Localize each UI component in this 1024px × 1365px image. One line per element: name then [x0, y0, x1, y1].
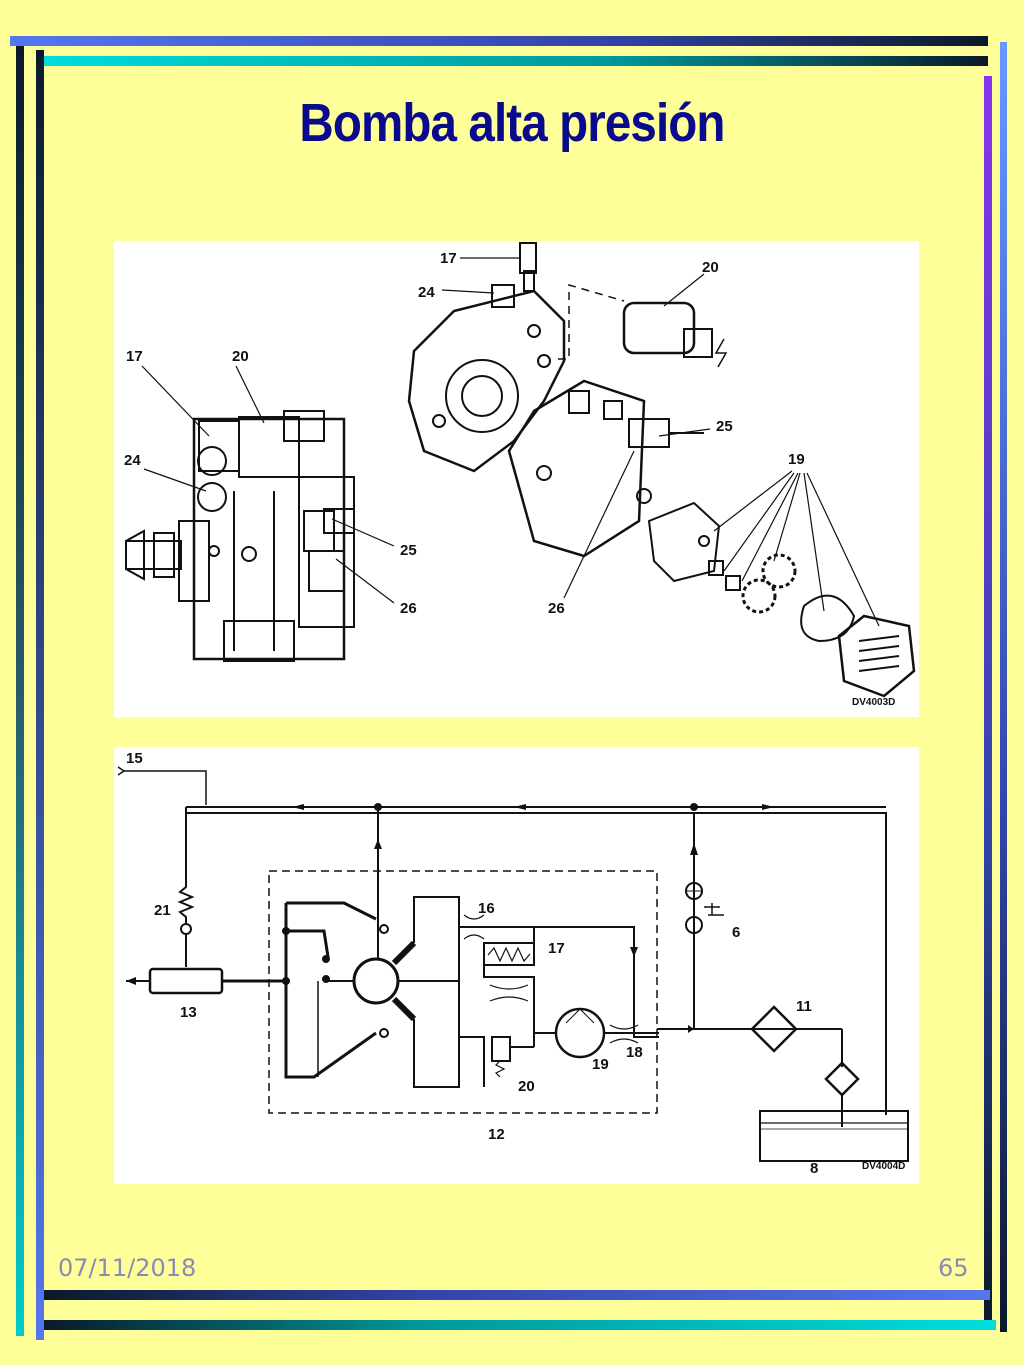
- callout-25-right: 25: [716, 418, 733, 435]
- frame-top-bar-inner: [36, 56, 988, 66]
- callout-17-left: 17: [126, 348, 143, 365]
- circuit-label-16: 16: [478, 900, 495, 917]
- frame-right-bar-outer: [984, 76, 992, 1326]
- frame-left-bar-outer: [16, 46, 24, 1336]
- assembled-pump-drawing: [125, 410, 355, 662]
- circuit-label-18: 18: [626, 1044, 643, 1061]
- circuit-label-11: 11: [796, 998, 812, 1015]
- slide-page-number: 65: [938, 1254, 969, 1282]
- metering-valve-drawing: [622, 301, 728, 368]
- callout-20-right: 20: [702, 259, 719, 276]
- slide-date: 07/11/2018: [58, 1254, 197, 1282]
- circuit-label-21: 21: [154, 902, 171, 919]
- circuit-label-15: 15: [126, 750, 143, 767]
- circuit-label-8: 8: [810, 1160, 818, 1177]
- figure-code: DV4003D: [852, 697, 895, 708]
- callout-19: 19: [788, 451, 805, 468]
- pump-front-plate-drawing: [407, 242, 566, 473]
- callout-26-left: 26: [400, 600, 417, 617]
- pump-main-body-drawing: [507, 379, 704, 558]
- callout-26-right: 26: [548, 600, 565, 617]
- callout-17-right: 17: [440, 250, 457, 267]
- pump-gears-drawing: [741, 553, 797, 614]
- hydraulic-circuit-panel: 15 21 13 16 17 6 11 18 19 20 12 8 DV4004…: [114, 747, 919, 1184]
- frame-right-bar-inner: [1000, 42, 1007, 1332]
- circuit-label-13: 13: [180, 1004, 197, 1021]
- seal-ring-drawing: [800, 594, 856, 643]
- pump-rear-cover-drawing: [837, 614, 916, 698]
- frame-bottom-bar-outer: [44, 1290, 990, 1300]
- gear-plate-drawing: [647, 501, 741, 591]
- callout-24-left: 24: [124, 452, 141, 469]
- circuit-label-19: 19: [592, 1056, 609, 1073]
- hydraulic-circuit-diagram: 15 21 13 16 17 6 11 18 19 20 12 8 DV4004…: [117, 750, 909, 1177]
- slide-title: Bomba alta presión: [299, 93, 725, 153]
- callout-25-left: 25: [400, 542, 417, 559]
- frame-left-bar-inner: [36, 50, 44, 1340]
- callout-20-left: 20: [232, 348, 249, 365]
- circuit-label-12: 12: [488, 1126, 505, 1143]
- circuit-label-17: 17: [548, 940, 565, 957]
- pump-exploded-view-panel: 17 20 24 25 26 17 24 20 25 19 26 DV4003D: [114, 241, 919, 717]
- circuit-figure-code: DV4004D: [862, 1161, 905, 1172]
- circuit-label-20: 20: [518, 1078, 535, 1095]
- frame-bottom-bar-inner: [44, 1320, 996, 1330]
- frame-top-bar-outer: [10, 36, 988, 46]
- pump-exploded-view-diagram: 17 20 24 25 26 17 24 20 25 19 26 DV4003D: [124, 242, 916, 708]
- circuit-label-6: 6: [732, 924, 740, 941]
- callout-24-right: 24: [418, 284, 435, 301]
